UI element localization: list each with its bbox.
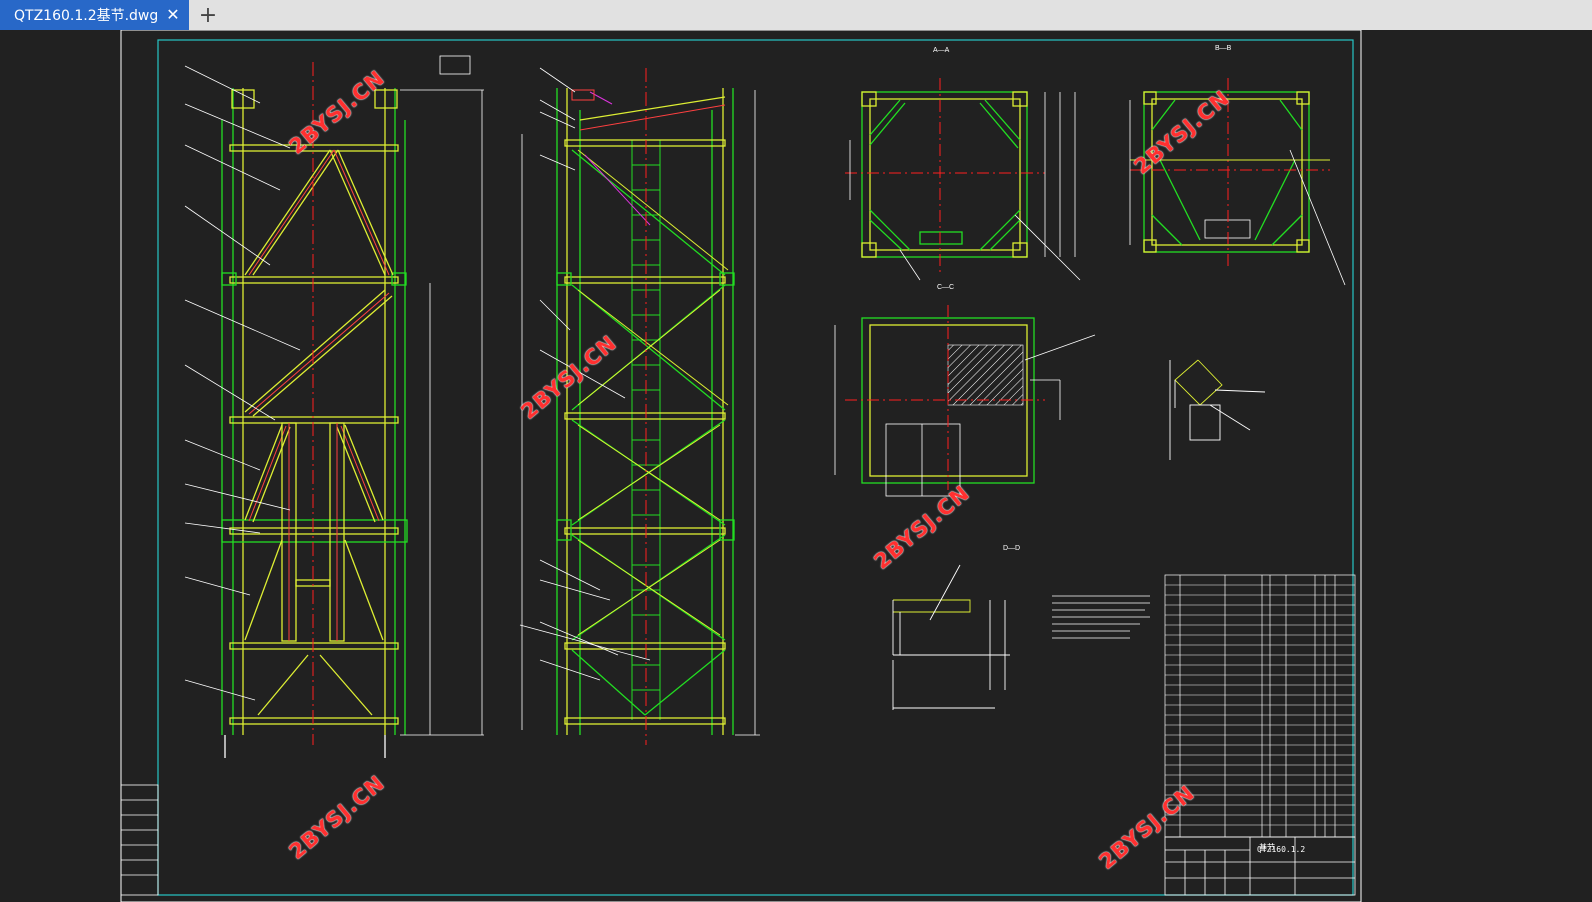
parts-list [1164, 574, 1356, 838]
close-icon[interactable]: ✕ [166, 5, 180, 24]
section-a-a [845, 78, 1081, 281]
section-label-b: B—B [1215, 45, 1232, 52]
revision-block [120, 784, 159, 896]
section-label-a: A—A [933, 47, 950, 54]
add-tab-icon[interactable]: + [198, 2, 218, 28]
tab-bar: QTZ160.1.2基节.dwg ✕ + [0, 0, 1592, 30]
detail-d [1169, 359, 1266, 460]
section-b-b [1129, 78, 1346, 286]
title-block-name: 基节 [1259, 843, 1275, 852]
front-elevation [184, 55, 484, 758]
title-block [1164, 836, 1356, 896]
detail-e [892, 564, 1010, 710]
technical-notes [1052, 595, 1150, 639]
section-label-d: D—D [1003, 545, 1021, 552]
drawing-canvas[interactable]: QTZ160.1.2 基节 A—A B—B C—C D—D 2BYSJ.CN 2… [0, 30, 1592, 902]
section-label-c: C—C [937, 284, 955, 291]
tab-document[interactable]: QTZ160.1.2基节.dwg ✕ [0, 0, 189, 30]
title-block-code: QTZ160.1.2 [1257, 845, 1306, 854]
tab-title: QTZ160.1.2基节.dwg [14, 8, 159, 24]
section-c-c [834, 305, 1096, 497]
drawing-frame [157, 39, 1354, 896]
cad-drawing [120, 30, 1362, 902]
sheet-border [120, 30, 1362, 902]
side-elevation [519, 67, 760, 745]
